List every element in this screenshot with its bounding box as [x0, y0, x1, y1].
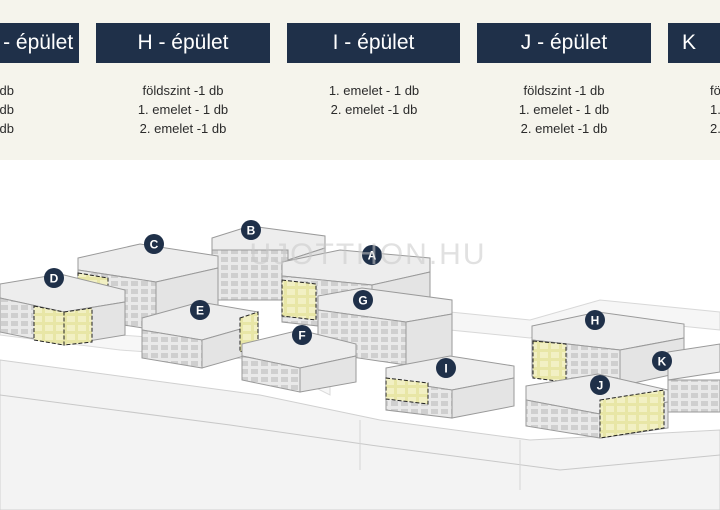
building-f [241, 329, 357, 393]
site-plan: A B C D E F G H I J K [0, 220, 720, 510]
unit-line: 2. [710, 121, 720, 136]
label-g-badge: G [353, 290, 373, 310]
unit-line: 1. emelet - 1 db [328, 83, 420, 98]
label-b-badge: B [241, 220, 261, 240]
label-d: D [50, 272, 59, 286]
building-header-h: H - épület [96, 23, 270, 63]
building-header-g: - épület [0, 23, 79, 63]
label-c-badge: C [144, 234, 164, 254]
building-header-j: J - épület [477, 23, 651, 63]
unit-line: -1 db [0, 121, 14, 136]
building-units-i: 1. emelet - 1 db 2. emelet -1 db [287, 81, 461, 119]
unit-line: -1 db [0, 83, 14, 98]
unit-line: -1 db [0, 102, 14, 117]
building-header-label: - épület [3, 31, 74, 54]
label-h-badge: H [585, 310, 605, 330]
label-j: J [597, 379, 604, 393]
building-units-j: földszint -1 db 1. emelet - 1 db 2. emel… [477, 81, 651, 138]
building-header-i: I - épület [287, 23, 460, 63]
building-units-g: -1 db -1 db -1 db [0, 81, 76, 138]
label-i: I [444, 362, 447, 376]
unit-line: földszint -1 db [523, 83, 605, 98]
building-h [531, 311, 685, 387]
watermark: UJOTTHON.HU [249, 238, 487, 271]
unit-line: földszint -1 db [142, 83, 224, 98]
unit-line: 2. emelet -1 db [139, 121, 227, 136]
unit-line: fö [710, 83, 720, 98]
label-i-badge: I [436, 358, 456, 378]
building-units-k: fö 1. 2. [700, 81, 720, 138]
label-c: C [150, 238, 159, 252]
building-i [385, 355, 515, 419]
label-h: H [591, 314, 600, 328]
unit-line: 1. [710, 102, 720, 117]
label-k-badge: K [652, 351, 672, 371]
label-a-badge: A [362, 245, 382, 265]
building-d [0, 273, 126, 346]
label-j-badge: J [590, 375, 610, 395]
building-k [667, 343, 720, 413]
label-k: K [658, 355, 667, 369]
building-e [141, 301, 259, 369]
label-d-badge: D [44, 268, 64, 288]
label-b: B [247, 224, 256, 238]
label-g: G [358, 294, 367, 308]
unit-line: 1. emelet - 1 db [137, 102, 229, 117]
label-f-badge: F [292, 325, 312, 345]
label-a: A [368, 249, 377, 263]
building-header-k: K [668, 23, 720, 63]
building-units-h: földszint -1 db 1. emelet - 1 db 2. emel… [96, 81, 270, 138]
label-e-badge: E [190, 300, 210, 320]
unit-line: 2. emelet -1 db [330, 102, 418, 117]
unit-line: 1. emelet - 1 db [518, 102, 610, 117]
unit-line: 2. emelet -1 db [520, 121, 608, 136]
label-e: E [196, 304, 204, 318]
label-f: F [298, 329, 305, 343]
